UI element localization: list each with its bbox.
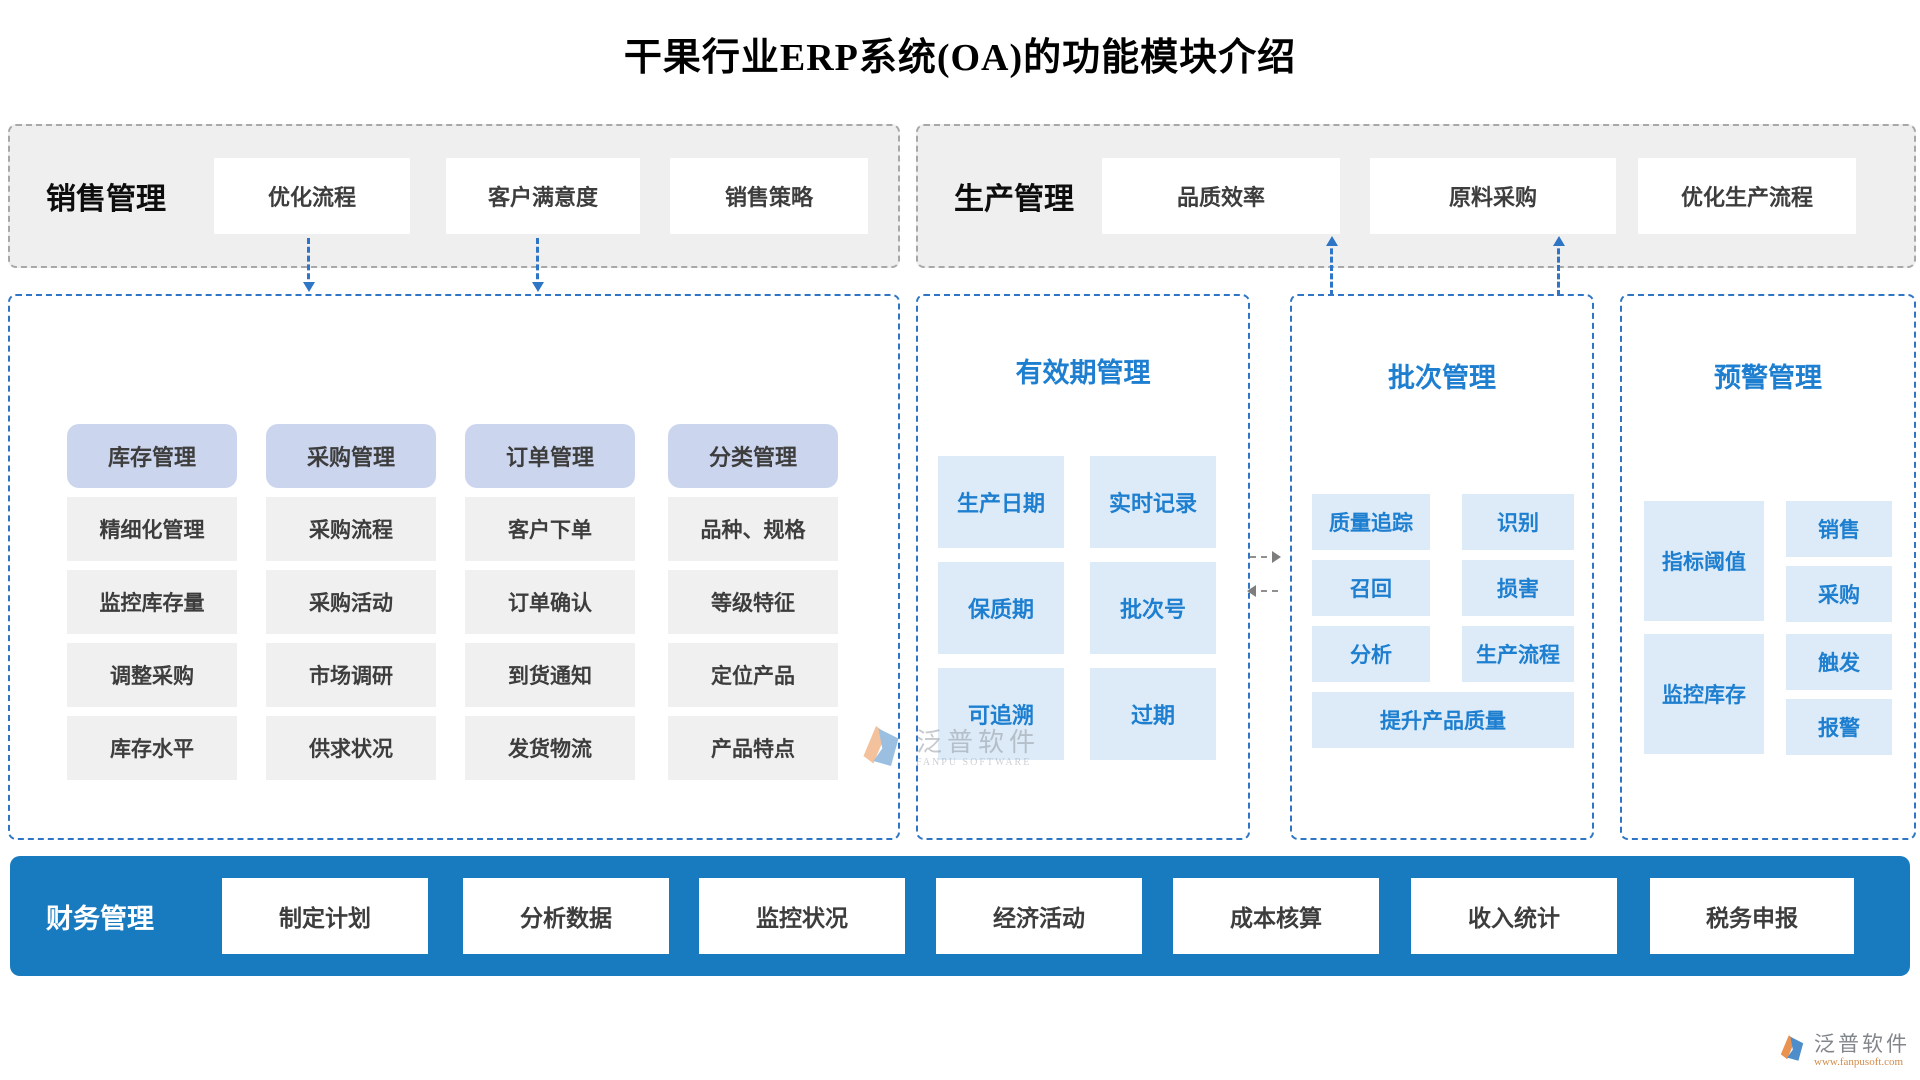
alert-panel: 预警管理 指标阈值 监控库存 销售 采购 触发 报警 (1620, 294, 1916, 840)
arrow-down-icon (302, 238, 315, 292)
finance-module-button: 收入统计 (1411, 878, 1617, 954)
arrow-right-icon (1250, 551, 1281, 563)
production-module-button: 优化生产流程 (1638, 158, 1856, 234)
category-column: 分类管理 品种、规格 等级特征 定位产品 产品特点 (668, 424, 838, 780)
production-group-label: 生产管理 (954, 183, 1074, 216)
order-column: 订单管理 客户下单 订单确认 到货通知 发货物流 (465, 424, 635, 780)
footer-logo-url: www.fanpusoft.com (1814, 1056, 1904, 1069)
module-chip: 订单确认 (465, 570, 635, 634)
module-chip: 发货物流 (465, 716, 635, 780)
module-chip: 监控库存量 (67, 570, 237, 634)
finance-bar-label: 财务管理 (46, 903, 154, 934)
production-module-button: 品质效率 (1102, 158, 1340, 234)
validity-chip: 可追溯 (938, 668, 1064, 760)
sales-module-button: 优化流程 (214, 158, 410, 234)
footer-logo-name: 泛普软件 (1814, 1031, 1910, 1056)
finance-module-button: 分析数据 (463, 878, 669, 954)
alert-chip: 触发 (1786, 634, 1892, 690)
watermark: 泛普软件 FANPU SOFTWARE (856, 718, 1040, 779)
module-chip: 产品特点 (668, 716, 838, 780)
production-module-button: 原料采购 (1370, 158, 1616, 234)
arrow-up-icon (1552, 236, 1565, 296)
batch-chip: 分析 (1312, 626, 1430, 682)
module-chip: 市场调研 (266, 643, 436, 707)
finance-bar: 财务管理 制定计划 分析数据 监控状况 经济活动 成本核算 收入统计 税务申报 (10, 856, 1910, 976)
column-header: 分类管理 (668, 424, 838, 488)
alert-chip: 指标阈值 (1644, 501, 1764, 621)
sales-group-label: 销售管理 (46, 183, 166, 216)
purchase-column: 采购管理 采购流程 采购活动 市场调研 供求状况 (266, 424, 436, 780)
batch-chip: 质量追踪 (1312, 494, 1430, 550)
column-header: 库存管理 (67, 424, 237, 488)
module-chip: 调整采购 (67, 643, 237, 707)
validity-chip: 保质期 (938, 562, 1064, 654)
column-header: 采购管理 (266, 424, 436, 488)
alert-chip: 采购 (1786, 566, 1892, 622)
inventory-column: 库存管理 精细化管理 监控库存量 调整采购 库存水平 (67, 424, 237, 780)
production-group-box: 生产管理 品质效率 原料采购 优化生产流程 (916, 124, 1916, 268)
batch-chip: 生产流程 (1462, 626, 1574, 682)
finance-module-button: 税务申报 (1650, 878, 1854, 954)
batch-panel: 批次管理 质量追踪 识别 召回 损害 分析 生产流程 提升产品质量 (1290, 294, 1594, 840)
module-chip: 供求状况 (266, 716, 436, 780)
sales-group-box: 销售管理 优化流程 客户满意度 销售策略 (8, 124, 900, 268)
module-chip: 库存水平 (67, 716, 237, 780)
alert-chip: 报警 (1786, 699, 1892, 755)
watermark-name: 泛普软件 (916, 727, 1041, 757)
module-chip: 采购流程 (266, 497, 436, 561)
validity-chip: 批次号 (1090, 562, 1216, 654)
modules-panel: 库存管理 精细化管理 监控库存量 调整采购 库存水平 采购管理 采购流程 采购活… (8, 294, 900, 840)
module-chip: 等级特征 (668, 570, 838, 634)
panel-title: 预警管理 (1714, 363, 1822, 393)
validity-chip: 实时记录 (1090, 456, 1216, 548)
batch-chip: 识别 (1462, 494, 1574, 550)
alert-chip: 监控库存 (1644, 634, 1764, 754)
footer-logo: 泛普软件 www.fanpusoft.com (1776, 1030, 1910, 1071)
module-chip: 品种、规格 (668, 497, 838, 561)
arrow-down-icon (531, 238, 544, 292)
alert-chip: 销售 (1786, 501, 1892, 557)
finance-module-button: 经济活动 (936, 878, 1142, 954)
watermark-subtitle: FANPU SOFTWARE (916, 757, 1032, 769)
batch-chip: 召回 (1312, 560, 1430, 616)
module-chip: 定位产品 (668, 643, 838, 707)
sales-module-button: 销售策略 (670, 158, 868, 234)
arrow-left-icon (1247, 585, 1278, 597)
fanpu-logo-icon (1776, 1030, 1808, 1071)
sales-module-button: 客户满意度 (446, 158, 640, 234)
batch-chip: 损害 (1462, 560, 1574, 616)
validity-panel: 有效期管理 生产日期 实时记录 保质期 批次号 可追溯 过期 (916, 294, 1250, 840)
module-chip: 客户下单 (465, 497, 635, 561)
column-header: 订单管理 (465, 424, 635, 488)
finance-module-button: 制定计划 (222, 878, 428, 954)
validity-chip: 生产日期 (938, 456, 1064, 548)
batch-footer-chip: 提升产品质量 (1312, 692, 1574, 748)
validity-chip: 过期 (1090, 668, 1216, 760)
arrow-up-icon (1325, 236, 1338, 296)
module-chip: 精细化管理 (67, 497, 237, 561)
fanpu-logo-icon (856, 718, 906, 779)
module-chip: 采购活动 (266, 570, 436, 634)
finance-module-button: 成本核算 (1173, 878, 1379, 954)
panel-title: 批次管理 (1388, 363, 1496, 393)
module-chip: 到货通知 (465, 643, 635, 707)
panel-title: 有效期管理 (1015, 358, 1151, 388)
finance-module-button: 监控状况 (699, 878, 905, 954)
page-title: 干果行业ERP系统(OA)的功能模块介绍 (623, 37, 1297, 79)
